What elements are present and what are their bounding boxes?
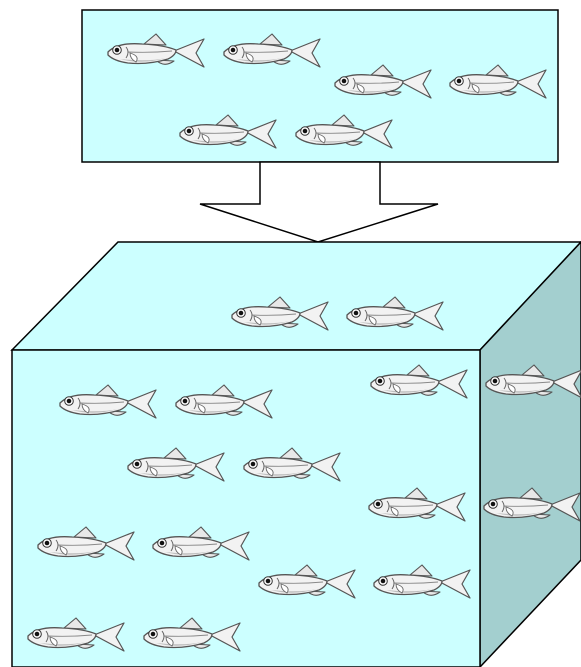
top-tank: [82, 10, 558, 162]
cube-tank: [12, 242, 581, 667]
arrow-down-icon: [200, 162, 438, 242]
